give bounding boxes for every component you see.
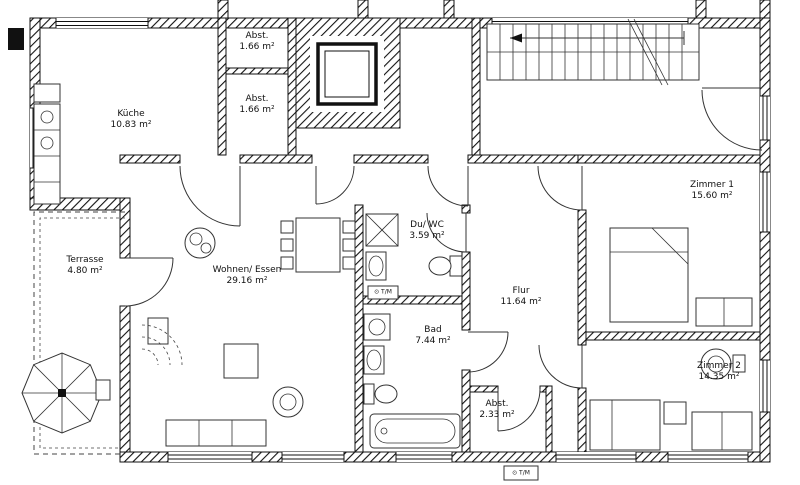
room-area: 11.64 m²: [500, 297, 542, 307]
room-label-wohnen-essen: Wohnen/ Essen 29.16 m²: [213, 265, 282, 287]
room-label-kueche: Küche 10.83 m²: [110, 109, 151, 131]
room-area: 7.44 m²: [415, 336, 451, 346]
room-label-terrasse: Terrasse 4.80 m²: [66, 255, 103, 277]
room-name: Flur: [512, 286, 530, 297]
bedroom1-furniture: [609, 227, 753, 327]
room-name: Zimmer 2: [696, 361, 742, 372]
room-label-du-wc: Du/ WC 3.59 m²: [409, 220, 444, 242]
parasol: [21, 352, 111, 434]
bedroom2-furniture: [589, 348, 753, 451]
kitchen-counter: [33, 83, 61, 205]
room-label-abst-mid: Abst. 1.66 m²: [239, 94, 274, 116]
room-area: 15.60 m²: [691, 191, 733, 201]
room-area: 1.66 m²: [239, 105, 275, 115]
room-label-abst-flur: Abst. 2.33 m²: [479, 399, 514, 421]
room-area: 14.35 m²: [698, 372, 740, 382]
living-room-furniture: [141, 217, 356, 447]
room-label-zimmer-2: Zimmer 2 14.35 m²: [697, 361, 741, 383]
room-area: 2.33 m²: [479, 410, 515, 420]
room-label-bad: Bad 7.44 m²: [415, 325, 450, 347]
room-area: 29.16 m²: [226, 276, 268, 286]
washer-dryer-marker-bottom: ⊙ T/M: [512, 469, 530, 477]
doors: [124, 87, 763, 432]
room-name: Du/ WC: [410, 220, 444, 231]
room-name: Zimmer 1: [689, 180, 735, 191]
room-name: Abst.: [485, 399, 509, 410]
room-name: Abst.: [245, 94, 269, 105]
room-name: Küche: [117, 109, 145, 120]
room-label-flur: Flur 11.64 m²: [500, 286, 541, 308]
room-area: 4.80 m²: [67, 266, 103, 276]
terrace-outline: [33, 211, 125, 455]
room-name: Abst.: [245, 31, 269, 42]
room-name: Terrasse: [66, 255, 104, 266]
room-name: Wohnen/ Essen: [212, 265, 282, 276]
room-label-zimmer-1: Zimmer 1 15.60 m²: [690, 180, 734, 202]
shower-wc-fixtures: [365, 213, 463, 281]
bathroom-fixtures: [363, 285, 539, 481]
room-area: 1.66 m²: [239, 42, 275, 52]
washer-dryer-marker-bad: ⊙ T/M: [374, 288, 392, 296]
room-label-abst-top: Abst. 1.66 m²: [239, 31, 274, 53]
room-area: 10.83 m²: [110, 120, 152, 130]
room-area: 3.59 m²: [409, 231, 445, 241]
room-name: Bad: [424, 325, 442, 336]
staircase: [486, 18, 700, 86]
